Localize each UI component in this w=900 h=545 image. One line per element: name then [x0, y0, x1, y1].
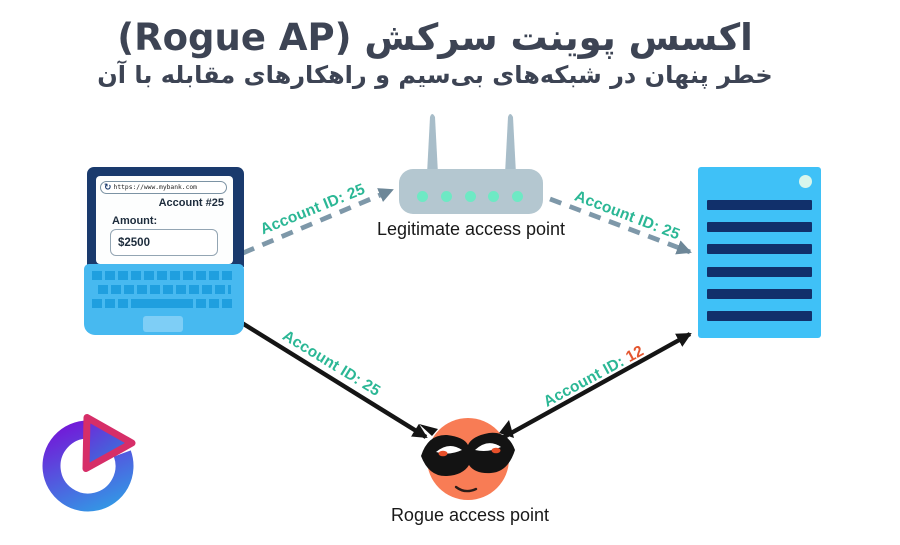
led-dot	[440, 191, 452, 202]
flow-label-laptop-to-rogue: Account ID: 25	[279, 327, 384, 400]
keyboard-key-row	[98, 285, 231, 294]
amount-input: $2500	[110, 229, 218, 256]
amount-value: $2500	[118, 236, 150, 249]
flow-label-rogue-to-server: Account ID: 12	[541, 343, 647, 412]
server-slot	[707, 222, 812, 232]
rogue-ap-label: Rogue access point	[390, 505, 550, 525]
solid-arrow-laptop-to-rogue-ap	[240, 321, 428, 439]
led-dot	[417, 191, 428, 202]
server-slot	[707, 200, 812, 210]
server-slot	[707, 244, 812, 254]
led-dot	[464, 191, 476, 202]
rogue-ap-face	[427, 418, 509, 500]
spacebar-key	[131, 299, 191, 308]
led-dot	[512, 191, 523, 202]
page-title: اکسس پوینت سرکش (Rogue AP)	[117, 16, 753, 59]
legitimate-ap-label: Legitimate access point	[376, 219, 566, 239]
router-antenna-left	[427, 114, 438, 174]
logo-ring	[42, 420, 134, 512]
refresh-icon: ↻	[104, 182, 112, 192]
browser-url-text: https://www.mybank.com	[113, 184, 197, 191]
led-dot	[488, 191, 500, 202]
keyboard-key-row	[92, 271, 235, 280]
flow-label-prefix: Account ID:	[540, 350, 632, 411]
amount-label: Amount:	[112, 215, 158, 227]
router-antenna-right	[505, 114, 516, 174]
browser-url-bar: ↻ https://www.mybank.com	[100, 181, 227, 194]
title-block: اکسس پوینت سرکش (Rogue AP) خطر پنهان در …	[0, 16, 870, 90]
trackpad	[143, 316, 183, 332]
server-indicator-light	[799, 175, 812, 188]
router-led-dots	[417, 191, 523, 202]
server-slot	[707, 311, 812, 321]
server	[698, 167, 821, 338]
logo-play-icon	[82, 414, 136, 472]
page-subtitle: خطر پنهان در شبکه‌های بی‌سیم و راهکارهای…	[97, 61, 773, 90]
server-slot	[707, 289, 812, 299]
account-heading: Account #25	[158, 197, 224, 209]
brand-logo	[42, 414, 136, 512]
server-slot	[707, 267, 812, 277]
